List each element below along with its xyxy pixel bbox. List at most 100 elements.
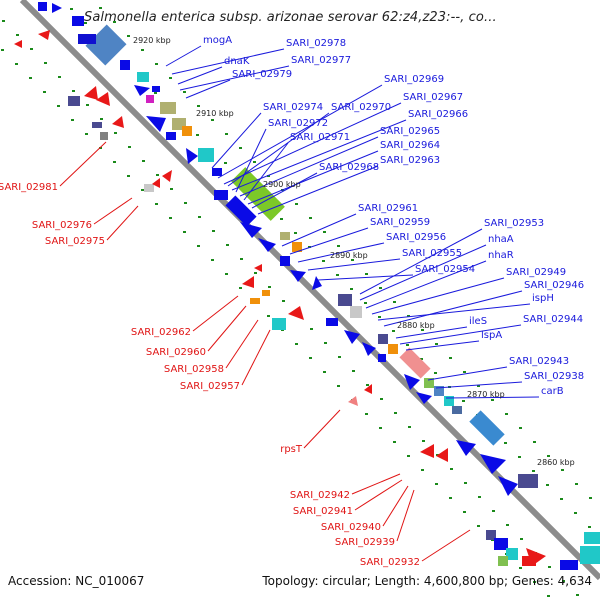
tick-dot <box>547 595 550 597</box>
tick-dot <box>197 245 200 247</box>
leader-line <box>207 305 247 352</box>
reverse-gene-label[interactable]: SARI_02975 <box>45 236 105 247</box>
scale-label: 2920 kbp <box>133 36 171 45</box>
reverse-gene-label[interactable]: SARI_02932 <box>360 557 420 568</box>
forward-gene-label[interactable]: SARI_02953 <box>484 218 544 229</box>
tick-dot <box>58 76 61 78</box>
gene-arrow <box>362 342 376 356</box>
gene-block <box>38 2 47 11</box>
leader-line <box>395 326 468 339</box>
forward-gene-label[interactable]: SARI_02955 <box>402 248 462 259</box>
topology-label: Topology: circular; Length: 4,600,800 bp… <box>262 574 592 588</box>
forward-gene-label[interactable]: carB <box>541 386 564 397</box>
tick-dot <box>435 343 438 345</box>
forward-gene-label[interactable]: SARI_02968 <box>319 162 379 173</box>
forward-gene-label[interactable]: SARI_02977 <box>291 55 351 66</box>
gene-block <box>68 96 80 106</box>
tick-dot <box>294 232 297 234</box>
reverse-gene-label[interactable]: SARI_02960 <box>146 347 206 358</box>
forward-gene-label[interactable]: SARI_02971 <box>290 132 350 143</box>
gene-block <box>137 72 149 82</box>
tick-dot <box>44 62 47 64</box>
reverse-gene-label[interactable]: SARI_02957 <box>180 381 240 392</box>
forward-gene-label[interactable]: SARI_02966 <box>408 109 468 120</box>
gene-block <box>72 16 84 26</box>
tick-dot <box>30 48 33 50</box>
reverse-gene-label[interactable]: rpsT <box>280 444 303 455</box>
gene-arrow <box>112 116 124 128</box>
reverse-gene-label[interactable]: SARI_02940 <box>321 522 381 533</box>
reverse-gene-label[interactable]: SARI_02942 <box>290 490 350 501</box>
leader-line <box>377 303 531 321</box>
forward-gene-label[interactable]: SARI_02970 <box>331 102 391 113</box>
forward-gene-label[interactable]: SARI_02969 <box>384 74 444 85</box>
tick-dot <box>477 385 480 387</box>
forward-gene-label[interactable]: SARI_02944 <box>523 314 583 325</box>
tick-dot <box>575 483 578 485</box>
forward-gene-label[interactable]: SARI_02956 <box>386 232 446 243</box>
forward-gene-label[interactable]: SARI_02972 <box>268 118 328 129</box>
gene-arrow <box>480 454 506 474</box>
forward-gene-label[interactable]: lspA <box>481 330 502 341</box>
forward-gene-label[interactable]: ispH <box>532 293 554 304</box>
tick-dot <box>478 496 481 498</box>
leader-line <box>192 295 239 332</box>
forward-gene-label[interactable]: SARI_02946 <box>524 280 584 291</box>
tick-dot <box>268 286 271 288</box>
gene-block <box>498 556 508 566</box>
gene-block <box>92 122 102 128</box>
forward-gene-label[interactable]: SARI_02963 <box>380 155 440 166</box>
forward-gene-label[interactable]: nhaR <box>488 250 514 261</box>
forward-gene-label[interactable]: SARI_02943 <box>509 356 569 367</box>
forward-gene-label[interactable]: SARI_02961 <box>358 203 418 214</box>
forward-gene-label[interactable]: ileS <box>469 316 487 327</box>
gene-arrow <box>456 440 476 456</box>
forward-gene-label[interactable]: dnaK <box>224 56 250 67</box>
forward-gene-label[interactable]: SARI_02964 <box>380 140 440 151</box>
reverse-gene-label[interactable]: SARI_02958 <box>164 364 224 375</box>
tick-dot <box>463 511 466 513</box>
reverse-gene-label[interactable]: SARI_02962 <box>131 327 191 338</box>
leader-line <box>59 141 107 187</box>
tick-dot <box>379 427 382 429</box>
leader-line <box>217 84 383 179</box>
gene-block <box>262 290 270 296</box>
forward-gene-label[interactable]: SARI_02938 <box>524 371 584 382</box>
tick-dot <box>309 217 312 219</box>
forward-gene-label[interactable]: SARI_02967 <box>403 92 463 103</box>
tick-dot <box>2 20 5 22</box>
reverse-gene-label[interactable]: SARI_02981 <box>0 182 58 193</box>
leader-line <box>241 329 271 386</box>
tick-dot <box>393 441 396 443</box>
reverse-gene-label[interactable]: SARI_02941 <box>293 506 353 517</box>
gene-arrow <box>312 276 322 290</box>
gene-block <box>399 347 431 379</box>
gene-block <box>378 334 388 344</box>
forward-gene-label[interactable]: SARI_02978 <box>286 38 346 49</box>
forward-gene-label[interactable]: SARI_02979 <box>232 69 292 80</box>
tick-dot <box>141 189 144 191</box>
tick-dot <box>212 230 215 232</box>
forward-gene-label[interactable]: SARI_02974 <box>263 102 323 113</box>
forward-gene-label[interactable]: mogA <box>203 35 232 46</box>
leader-line <box>435 381 523 389</box>
tick-dot <box>280 218 283 220</box>
reverse-gene-label[interactable]: SARI_02976 <box>32 220 92 231</box>
forward-gene-label[interactable]: SARI_02965 <box>380 126 440 137</box>
gene-block <box>280 232 290 240</box>
tick-dot <box>365 273 368 275</box>
leader-line <box>225 319 259 369</box>
forward-gene-label[interactable]: SARI_02954 <box>415 264 475 275</box>
gene-arrow <box>146 116 166 132</box>
gene-arrow <box>134 85 150 96</box>
reverse-gene-label[interactable]: SARI_02939 <box>335 537 395 548</box>
forward-gene-label[interactable]: nhaA <box>488 234 514 245</box>
tick-dot <box>336 274 339 276</box>
forward-gene-label[interactable]: SARI_02949 <box>506 267 566 278</box>
forward-gene-label[interactable]: SARI_02959 <box>370 217 430 228</box>
tick-dot <box>589 497 592 499</box>
tick-dot <box>364 302 367 304</box>
leader-line <box>93 197 133 225</box>
gene-block <box>160 102 176 114</box>
